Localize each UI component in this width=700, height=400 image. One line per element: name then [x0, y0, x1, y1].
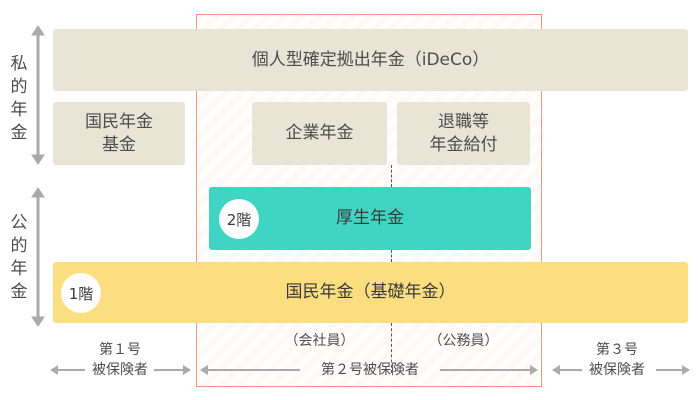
company-employee-label: （会社員） — [284, 333, 355, 349]
no2-insured-label: 第２号被保険者 — [321, 362, 419, 378]
no1-insured-line2: 被保険者 — [92, 362, 148, 378]
divider-upper — [391, 165, 392, 187]
no1-insured-label: 第１号 被保険者 — [85, 340, 155, 380]
public-arrow-up — [31, 187, 45, 198]
public-pension-label: 公的年金 — [10, 213, 28, 302]
no2-arrow-right-head — [530, 365, 538, 375]
national-pension-box: 国民年金（基礎年金） — [53, 262, 688, 323]
welfare-pension-box: 厚生年金 — [209, 187, 531, 250]
side-arrows — [31, 26, 45, 326]
private-arrow-up — [31, 26, 45, 36]
ideco-box: 個人型確定拠出年金（iDeCo） — [53, 29, 688, 91]
private-arrow-down — [31, 154, 45, 165]
civil-servant-label: （公務員） — [428, 333, 499, 349]
corporate-pension-label: 企業年金 — [285, 123, 354, 144]
ideco-label: 個人型確定拠出年金（iDeCo） — [251, 49, 490, 70]
floor2-badge: 2階 — [219, 199, 259, 239]
insured-arrows — [50, 365, 690, 375]
floor1-badge: 1階 — [61, 273, 101, 313]
floor2-label: 2階 — [226, 210, 252, 229]
private-pension-label: 私的年金 — [10, 54, 28, 143]
no3-arrow-right-head — [682, 365, 690, 375]
no1-insured-line1: 第１号 — [99, 342, 141, 358]
retirement-benefit-line2: 年金給付 — [429, 134, 498, 155]
national-pension-fund-line2: 基金 — [102, 134, 136, 155]
floor1-label: 1階 — [68, 284, 94, 303]
welfare-pension-label: 厚生年金 — [336, 208, 404, 229]
national-pension-fund-box: 国民年金 基金 — [53, 102, 185, 165]
national-pension-fund-line1: 国民年金 — [85, 111, 153, 132]
no3-insured-line1: 第３号 — [596, 342, 638, 358]
divider-middle — [391, 250, 392, 262]
no1-arrow-right-head — [183, 365, 191, 375]
public-arrow-down — [31, 316, 45, 326]
national-pension-label: 国民年金（基礎年金） — [285, 282, 456, 303]
no2-arrow-left-head — [200, 365, 208, 375]
no3-arrow-left-head — [552, 365, 560, 375]
retirement-benefit-box: 退職等 年金給付 — [397, 102, 530, 165]
no3-insured-label: 第３号 被保険者 — [582, 340, 652, 380]
no1-arrow-left-head — [50, 365, 58, 375]
retirement-benefit-line1: 退職等 — [438, 111, 489, 132]
divider-lower — [391, 323, 392, 373]
corporate-pension-box: 企業年金 — [252, 102, 387, 165]
no3-insured-line2: 被保険者 — [589, 362, 645, 378]
